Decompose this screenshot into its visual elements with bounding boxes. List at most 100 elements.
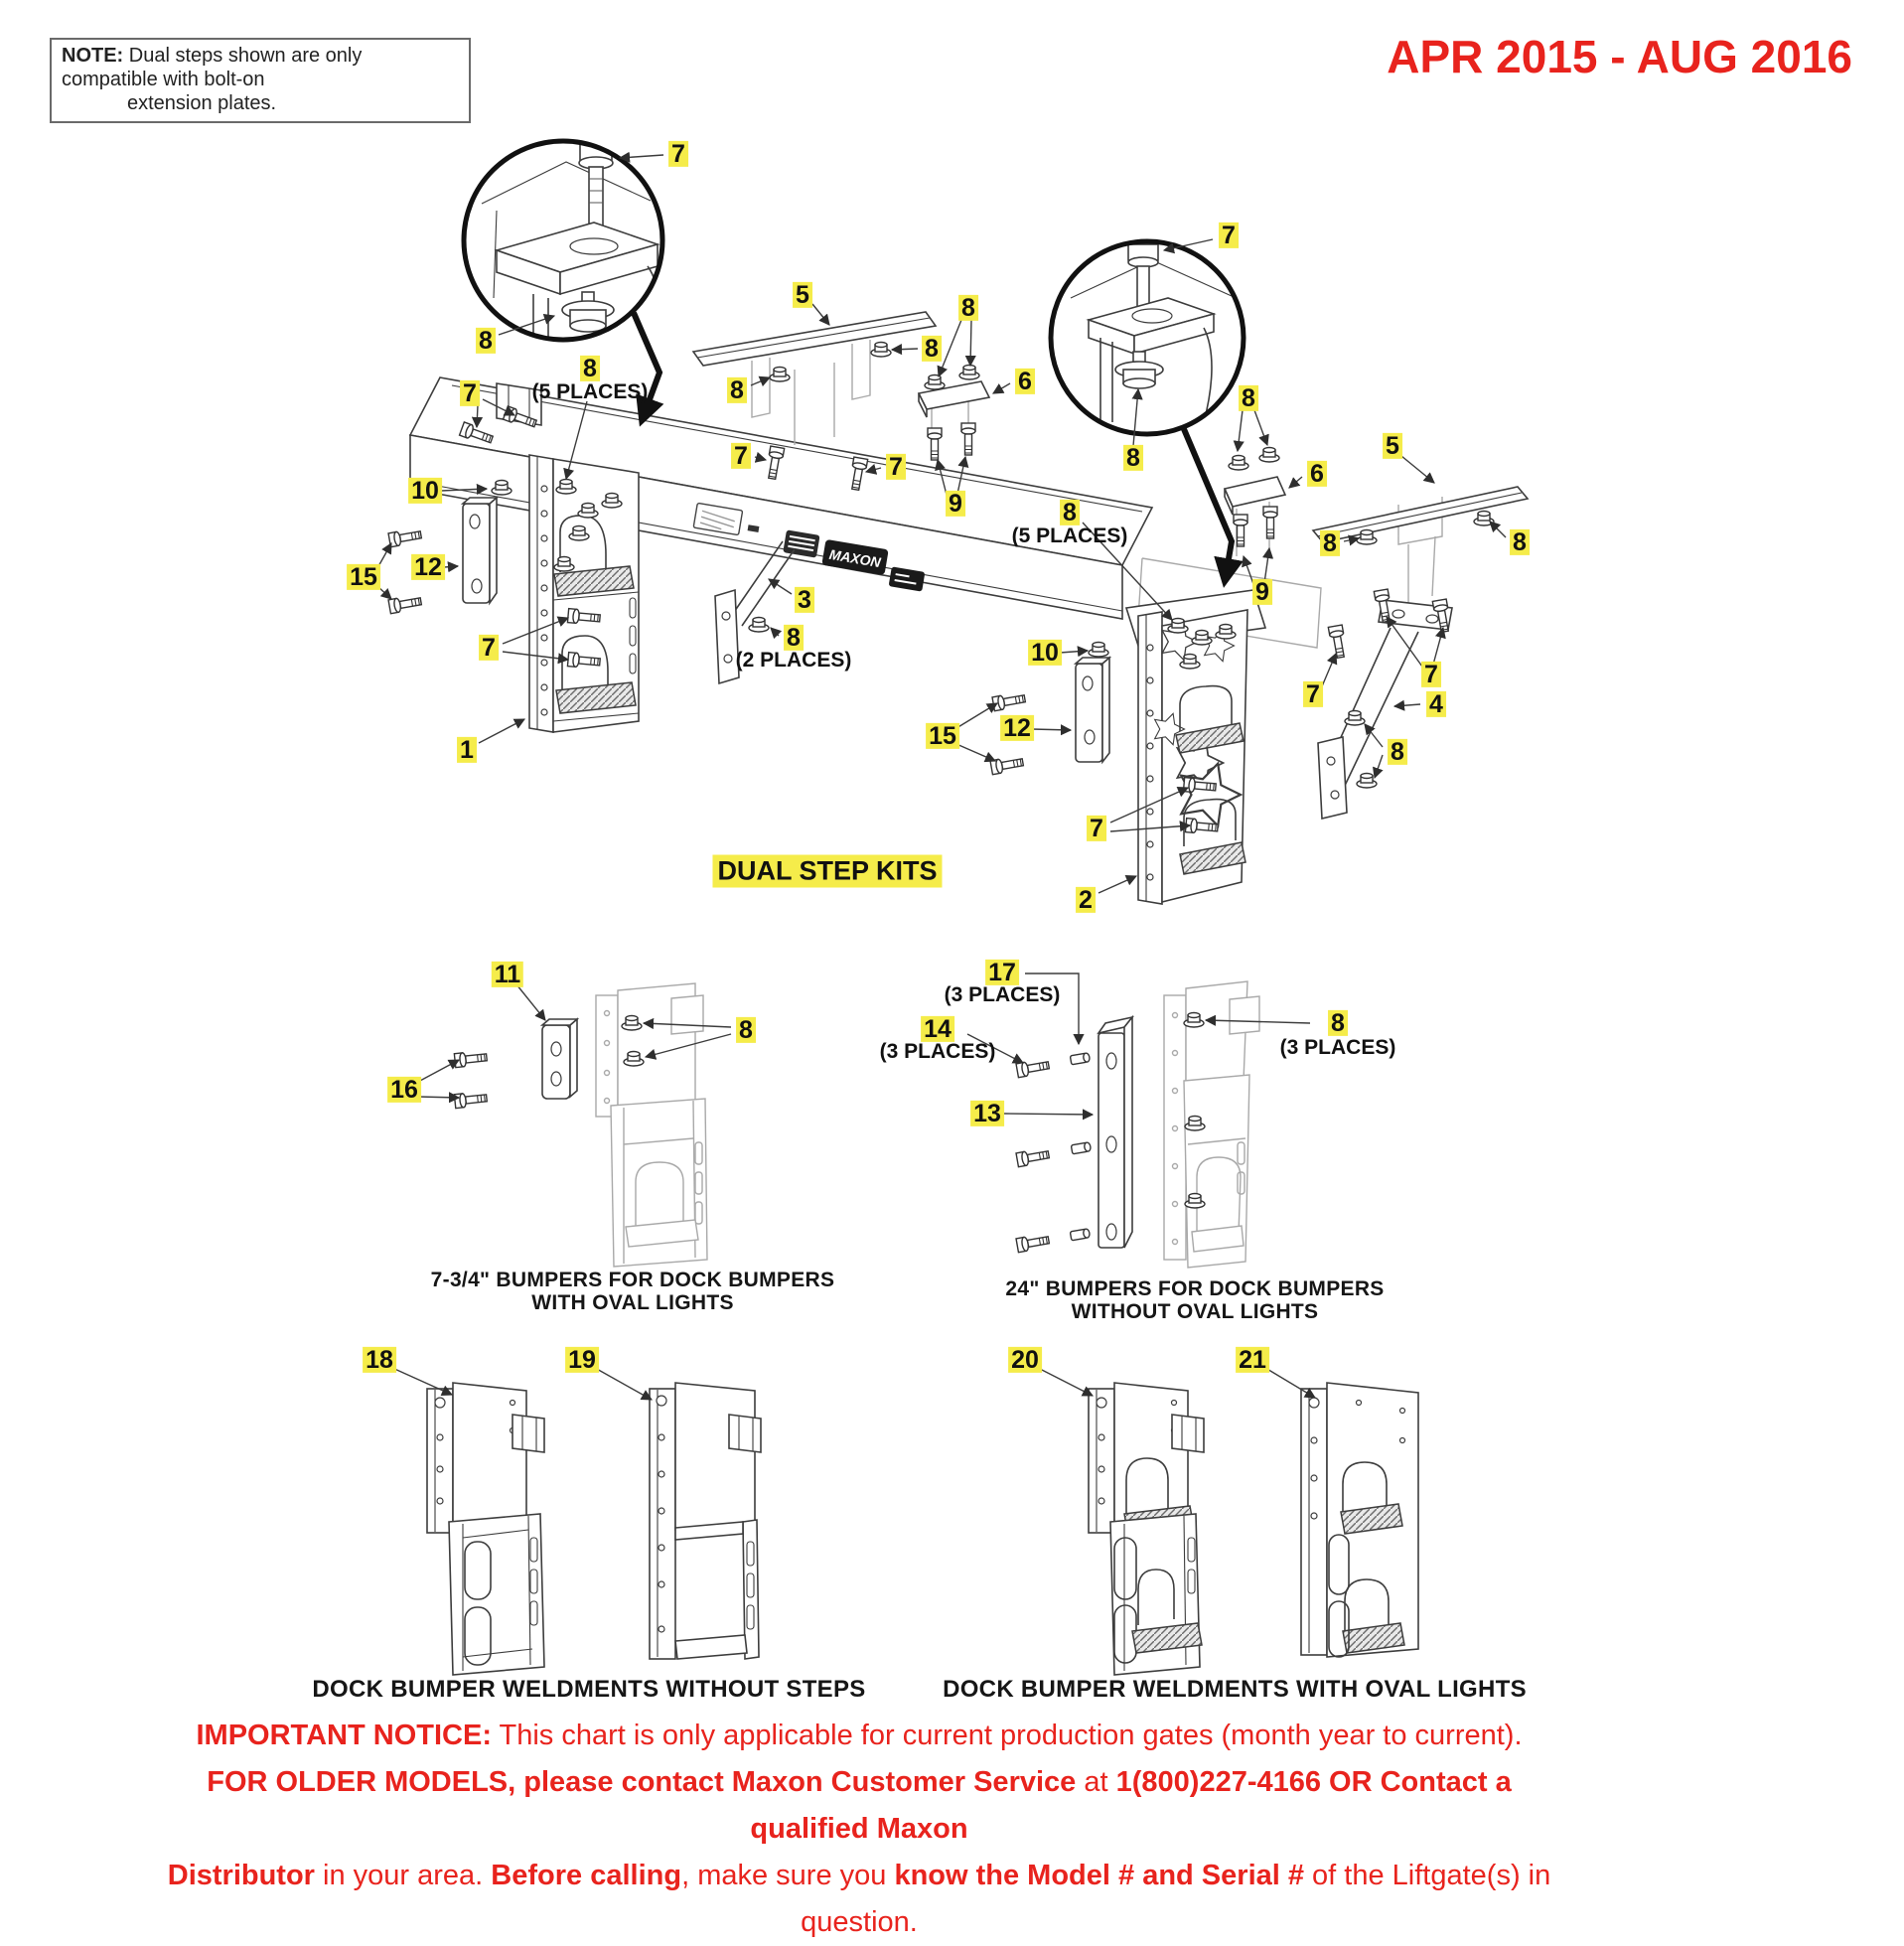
maxon-logo-decal: MAXON — [821, 539, 889, 575]
part-callout: 8 — [580, 356, 600, 381]
part-callout: 8 — [1320, 530, 1340, 556]
bumper-pad-right — [1073, 656, 1112, 765]
bumper-pad-left — [460, 496, 500, 606]
bolt-icon — [1233, 514, 1248, 547]
note-line1: NOTE: Dual steps shown are only compatib… — [62, 45, 363, 90]
top-plate-left — [691, 311, 938, 367]
part-callout: 11 — [491, 962, 524, 987]
part-callout: 15 — [926, 723, 959, 749]
part-callout: 17 — [985, 960, 1019, 985]
top-plate-right — [1311, 486, 1530, 543]
part-callout-places: (5 PLACES) — [1011, 524, 1128, 547]
parts-diagram: MAXON — [376, 138, 1530, 1676]
part-callout: 1 — [457, 737, 477, 763]
part-callout: 8 — [1060, 500, 1080, 525]
part-callout: 8 — [1239, 385, 1258, 411]
part-callout: 7 — [1303, 681, 1323, 707]
weldment-21 — [1300, 1382, 1419, 1658]
detail-arrows — [631, 311, 1244, 588]
bolt-icon — [387, 593, 423, 615]
part-callout: 2 — [1076, 887, 1096, 913]
notice-line-2: FOR OLDER MODELS, please contact Maxon C… — [207, 1766, 1512, 1845]
bolt-icon — [989, 754, 1025, 776]
part-callout: 5 — [1383, 433, 1402, 459]
part-callout: 12 — [1000, 715, 1034, 741]
bumper-block-734 — [539, 1017, 580, 1100]
support-brace-right — [1317, 599, 1453, 821]
part-callout: 9 — [1252, 579, 1272, 605]
part-callout: 8 — [958, 295, 978, 321]
bolt-icon — [387, 526, 423, 548]
part-callout: 4 — [1426, 691, 1446, 717]
spacer-icon — [1070, 1140, 1093, 1155]
bolt-icon — [991, 690, 1027, 712]
beam-decals: MAXON — [692, 502, 925, 592]
nut-icon — [1258, 446, 1280, 463]
part-callout-places: (5 PLACES) — [531, 380, 649, 403]
part-callout: 16 — [387, 1077, 421, 1103]
part-callout-places: (3 PLACES) — [944, 983, 1061, 1006]
detail-circle-left — [461, 138, 665, 343]
part-callout: 18 — [363, 1347, 396, 1373]
nut-icon — [1356, 772, 1378, 789]
spacer-icon — [1069, 1051, 1092, 1066]
bolt-icon — [1015, 1232, 1051, 1254]
nut-icon — [1228, 454, 1249, 471]
part-callout-places: (3 PLACES) — [879, 1040, 996, 1063]
part-callout: 7 — [668, 141, 688, 167]
nut-icon — [1088, 641, 1109, 658]
bolt-icon — [1015, 1057, 1051, 1079]
part-callout: 7 — [479, 635, 499, 661]
spacer-block-left — [917, 380, 991, 418]
nut-icon — [1344, 709, 1366, 726]
part-callout-places: (2 PLACES) — [735, 649, 852, 672]
bolt-icon — [1262, 506, 1278, 539]
nut-icon — [748, 616, 770, 633]
detail-circle-right — [1048, 238, 1246, 437]
notice-line-3: Distributor in your area. Before calling… — [167, 1860, 1551, 1938]
part-callout: 6 — [1307, 461, 1327, 487]
spacer-block-right — [1223, 476, 1287, 516]
part-callout: 7 — [460, 380, 480, 406]
part-callout: 14 — [921, 1016, 954, 1042]
part-callout: 8 — [727, 377, 747, 403]
part-callout: 13 — [970, 1101, 1004, 1126]
bolt-icon — [1015, 1146, 1051, 1168]
caption-bumpers-734-line2: WITH OVAL LIGHTS — [531, 1291, 734, 1314]
nut-icon — [958, 364, 980, 380]
caption-bumpers-24-line2: WITHOUT OVAL LIGHTS — [1071, 1300, 1319, 1323]
notice-line-1: IMPORTANT NOTICE: This chart is only app… — [196, 1720, 1523, 1751]
leader-lines — [376, 151, 1507, 1401]
part-callout: 15 — [347, 564, 380, 590]
part-callout: 7 — [1219, 223, 1239, 248]
page: MAXON — [50, 31, 1852, 1938]
bolt-icon — [927, 427, 943, 461]
caption-weldments-without-steps: DOCK BUMPER WELDMENTS WITHOUT STEPS — [312, 1676, 866, 1703]
part-callout: 3 — [795, 587, 814, 613]
part-callout: 8 — [784, 625, 804, 651]
important-notice: IMPORTANT NOTICE: This chart is only app… — [149, 1713, 1569, 1946]
part-callout: 8 — [1510, 529, 1530, 555]
nut-icon — [769, 366, 791, 382]
series-decal — [889, 566, 925, 592]
bolt-icon — [1327, 624, 1349, 660]
note-label: NOTE: — [62, 45, 124, 67]
weldment-19 — [649, 1382, 762, 1660]
caption-bumpers-734-line1: 7-3/4" BUMPERS FOR DOCK BUMPERS — [430, 1269, 835, 1291]
caption-bumpers-24-line1: 24" BUMPERS FOR DOCK BUMPERS — [1005, 1277, 1385, 1300]
part-callout: 20 — [1008, 1347, 1042, 1373]
part-callout-places: (3 PLACES) — [1279, 1036, 1396, 1059]
part-callout: 7 — [1087, 816, 1106, 841]
note-box: NOTE: Dual steps shown are only compatib… — [50, 38, 471, 123]
part-callout: 8 — [922, 336, 942, 362]
part-callout: 5 — [793, 282, 812, 308]
part-callout: 19 — [565, 1347, 599, 1373]
weldment-20 — [1088, 1382, 1205, 1676]
nut-icon — [870, 341, 892, 358]
part-callout: 7 — [731, 443, 751, 469]
part-callout: 12 — [411, 554, 445, 580]
bolt-icon — [960, 422, 976, 456]
note-line2: extension plates. — [127, 92, 277, 114]
part-callout: 8 — [1123, 445, 1143, 471]
part-callout: 6 — [1015, 369, 1035, 394]
